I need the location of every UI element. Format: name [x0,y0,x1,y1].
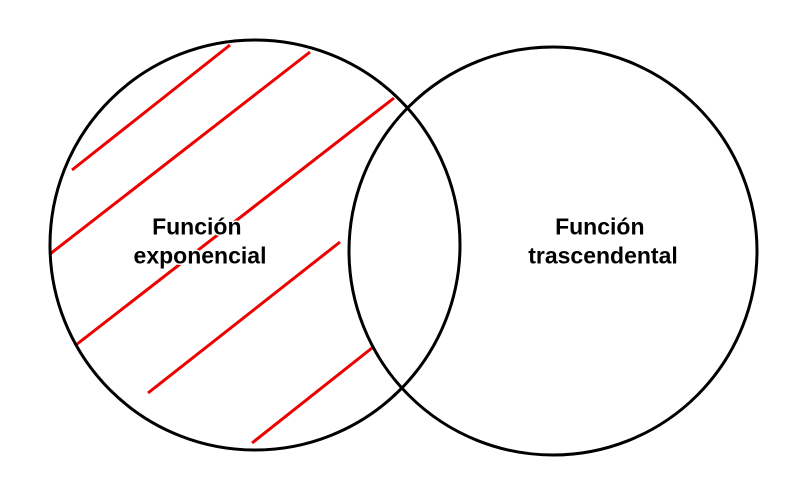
hatch-line-2 [50,50,311,256]
set-label-exponencial-line1: Función [152,214,241,240]
set-circle-trascendental[interactable] [347,45,759,457]
hatch-line-3 [71,96,395,350]
set-label-exponencial-line2: exponencial [134,242,267,268]
set-label-exponencial: Función exponencial [134,214,267,269]
hatching-group-exponencial [50,43,395,445]
hatch-line-5 [251,346,373,445]
set-label-trascendental-line2: trascendental [528,242,678,268]
set-circle-exponencial[interactable] [48,38,462,452]
set-label-trascendental-line1: Función [555,214,644,240]
hatch-line-1 [71,43,231,172]
set-label-trascendental: Función trascendental [528,214,678,269]
hatch-line-4 [147,240,341,395]
